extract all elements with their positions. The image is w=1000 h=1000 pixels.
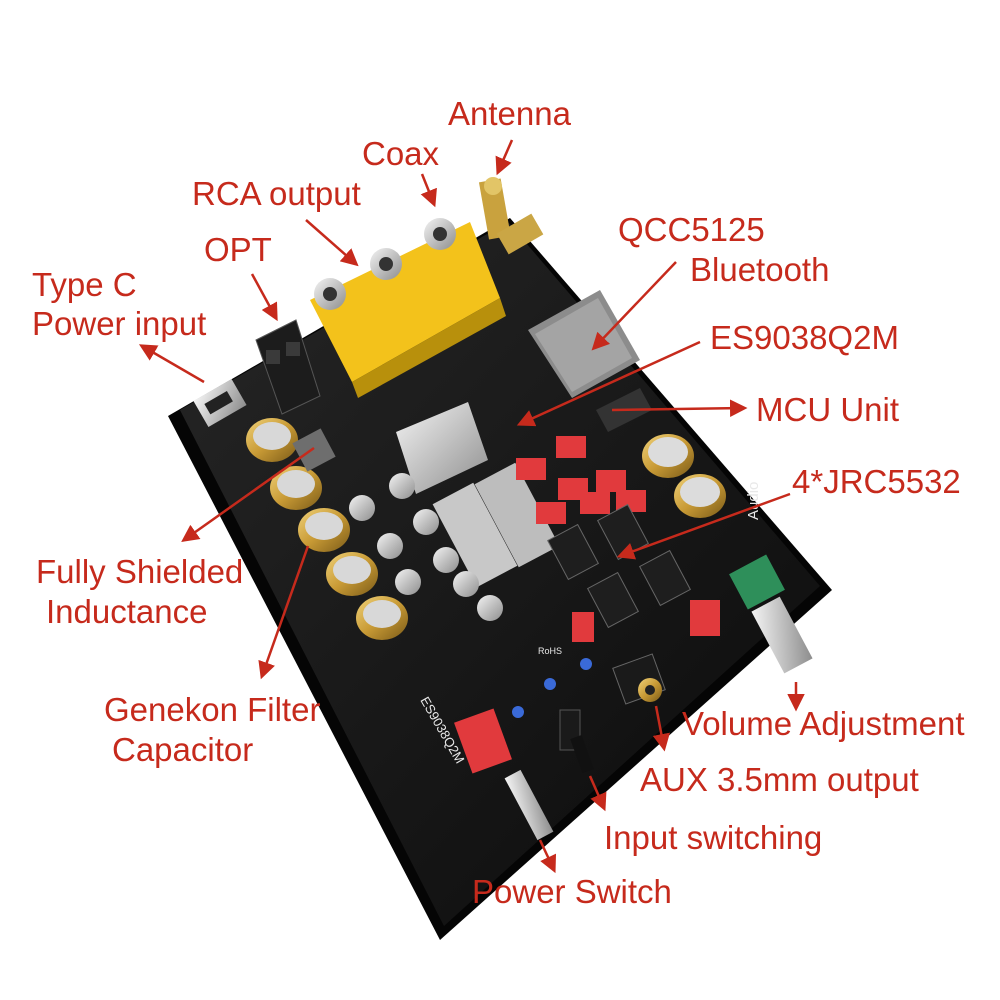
crystal-oscillator — [396, 402, 488, 494]
annotation-arrows — [138, 139, 805, 874]
label-inductance-line1: Fully Shielded — [36, 553, 244, 590]
label-jrc: 4*JRC5532 — [792, 463, 961, 500]
antenna-connector — [478, 177, 544, 255]
red-components — [516, 436, 720, 642]
label-rca-output: RCA output — [192, 175, 361, 212]
label-genekon-line1: Genekon Filter — [104, 691, 321, 728]
label-volume: Volume Adjustment — [682, 705, 965, 742]
label-mcu: MCU Unit — [756, 391, 900, 428]
status-leds — [512, 658, 592, 718]
small-capacitors — [349, 473, 503, 621]
opamp-chips — [546, 503, 692, 629]
label-input-switching: Input switching — [604, 819, 823, 856]
label-opt: OPT — [204, 231, 272, 268]
optical-input — [255, 319, 321, 415]
board-brand-marking: Audio — [745, 482, 762, 520]
power-switch — [454, 708, 554, 841]
rca-output-jacks — [310, 218, 506, 398]
label-qcc-line1: QCC5125 — [618, 211, 765, 248]
label-inductance-line2: Inductance — [46, 593, 208, 630]
board-rohs-marking: RoHS — [538, 646, 562, 656]
type-c-port — [193, 379, 247, 427]
label-type-c-line1: Type C — [32, 266, 137, 303]
film-capacitors — [432, 462, 560, 588]
shielded-inductor — [292, 428, 336, 472]
label-genekon-line2: Capacitor — [112, 731, 254, 768]
label-coax: Coax — [362, 135, 440, 172]
aux-jack — [612, 653, 666, 705]
input-switch — [559, 709, 594, 773]
label-antenna: Antenna — [448, 95, 571, 132]
label-qcc-line2: Bluetooth — [690, 251, 830, 288]
label-es9038: ES9038Q2M — [710, 319, 899, 356]
right-capacitors — [642, 434, 726, 518]
label-power-switch: Power Switch — [472, 873, 672, 910]
label-aux: AUX 3.5mm output — [640, 761, 919, 798]
label-type-c-line2: Power input — [32, 305, 207, 342]
genekon-capacitors — [246, 418, 408, 640]
volume-potentiometer — [729, 554, 813, 674]
bluetooth-module — [528, 290, 640, 398]
